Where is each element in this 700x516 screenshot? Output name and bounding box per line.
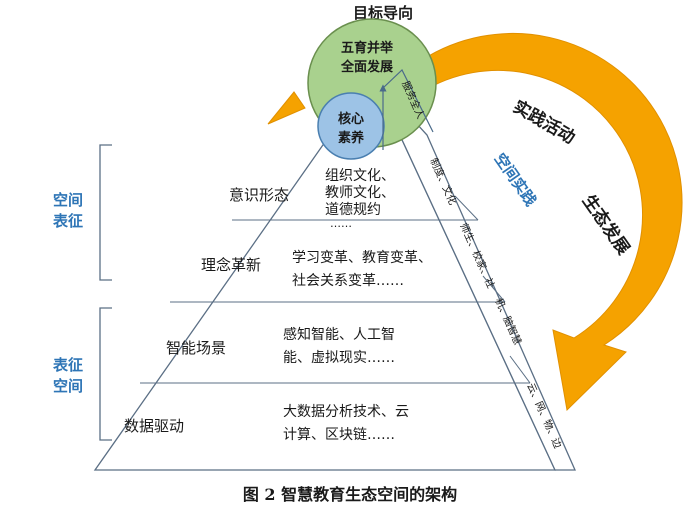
bracket-lower	[99, 307, 112, 441]
layer-content: 感知智能、人工智	[283, 326, 395, 343]
layer-content: 道德规约	[325, 202, 381, 218]
bracket-lower-label: 表征	[53, 356, 83, 374]
curved-arrow-tail	[267, 91, 306, 125]
bracket-upper-label: 空间	[53, 191, 83, 209]
layer-name: 理念革新	[201, 256, 261, 274]
layer-content: 社会关系变革……	[292, 273, 404, 289]
layer-content: 教师文化、	[325, 185, 395, 201]
curved-arrow-shape	[421, 32, 683, 412]
diagonal-label-space-practice: 空间实践	[491, 150, 540, 209]
inner-circle-label: 核心	[338, 111, 364, 127]
outer-circle-label: 全面发展	[340, 59, 394, 75]
side-divider	[482, 275, 506, 303]
outer-circle-label: 五育并举	[341, 40, 394, 56]
figure-caption: 图 2 智慧教育生态空间的架构	[243, 485, 457, 504]
layer-content: 组织文化、	[325, 168, 395, 184]
arrow-label-practice: 实践活动	[510, 96, 579, 148]
layer-name: 数据驱动	[124, 417, 184, 435]
bracket-upper-label: 表征	[53, 212, 83, 230]
layer-name: 智能场景	[166, 339, 226, 357]
bracket-upper	[99, 144, 112, 281]
side-divider	[509, 355, 531, 384]
inner-circle	[317, 92, 385, 160]
upward-arrow-line	[382, 69, 434, 133]
layer-content: 计算、区块链……	[283, 427, 395, 443]
layer-content: 能、虚拟现实……	[283, 350, 395, 366]
bracket-lower-label: 空间	[53, 377, 83, 395]
top-title: 目标导向	[353, 4, 413, 22]
inner-circle-label: 素养	[338, 130, 365, 146]
side-divider	[454, 195, 479, 221]
layer-content: 学习变革、教育变革、	[292, 250, 432, 266]
layer-content: 大数据分析技术、云	[283, 404, 409, 420]
arrow-label-ecology: 生态发展	[578, 191, 634, 259]
layer-content: ……	[330, 217, 352, 230]
layer-name: 意识形态	[229, 186, 289, 204]
